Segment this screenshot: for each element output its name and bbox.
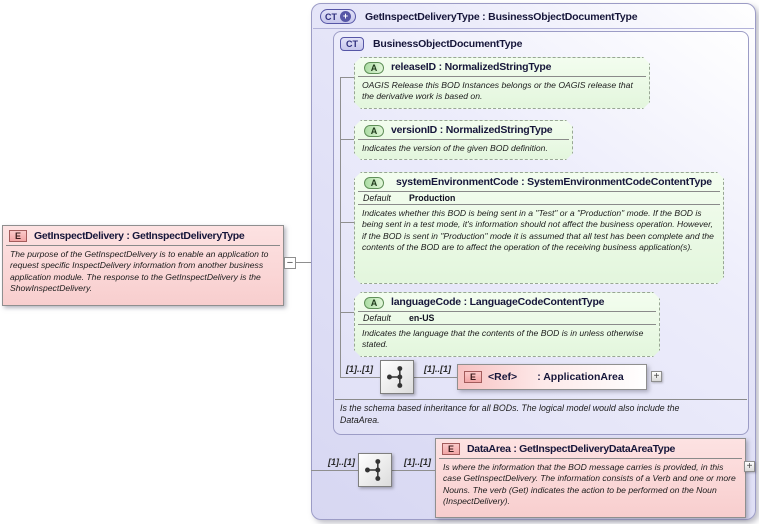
basetype-header: CT BusinessObjectDocumentType <box>340 37 522 51</box>
element-title-row: E GetInspectDelivery : GetInspectDeliver… <box>3 226 283 244</box>
separator <box>358 311 656 312</box>
sequence-glyph <box>365 459 381 481</box>
attribute-title-row: A systemEnvironmentCode : SystemEnvironm… <box>355 173 723 190</box>
cardinality-label: [1]..[1] <box>424 364 451 374</box>
separator <box>439 458 742 459</box>
element-title: DataArea : GetInspectDeliveryDataAreaTyp… <box>467 443 676 455</box>
sequence-compositor-icon[interactable] <box>380 360 414 394</box>
element-description: Is where the information that the BOD me… <box>443 462 736 507</box>
default-value: Production <box>409 193 456 203</box>
basetype-box-businessobjectdocumenttype[interactable]: CT BusinessObjectDocumentType A releaseI… <box>333 31 749 435</box>
attribute-title: releaseID : NormalizedStringType <box>391 61 552 73</box>
expand-toggle[interactable]: + <box>744 461 755 472</box>
complextype-box-getinspectdeliverytype[interactable]: CT + GetInspectDeliveryType : BusinessOb… <box>311 3 756 520</box>
separator <box>6 245 280 246</box>
ct-badge: CT <box>340 37 364 51</box>
plus-icon: + <box>340 11 351 22</box>
element-box-ref-applicationarea[interactable]: E <Ref> : ApplicationArea <box>457 364 647 390</box>
attribute-description: OAGIS Release this BOD Instances belongs… <box>362 80 633 102</box>
separator <box>358 139 569 140</box>
separator <box>358 191 720 192</box>
connector-line <box>340 77 354 78</box>
element-badge: E <box>9 230 27 242</box>
connector-line <box>340 139 354 140</box>
basetype-title: BusinessObjectDocumentType <box>373 38 523 50</box>
attribute-title: languageCode : LanguageCodeContentType <box>391 296 605 308</box>
sequence-compositor-icon[interactable] <box>358 453 392 487</box>
default-row: Default en-US <box>355 312 659 323</box>
separator <box>358 204 720 205</box>
attribute-title-row: A languageCode : LanguageCodeContentType <box>355 293 659 310</box>
separator <box>335 399 747 400</box>
attribute-badge: A <box>364 125 384 137</box>
attribute-title-row: A releaseID : NormalizedStringType <box>355 58 649 75</box>
sequence-glyph <box>387 366 403 388</box>
element-title: GetInspectDelivery : GetInspectDeliveryT… <box>34 230 245 242</box>
separator <box>313 28 754 29</box>
expand-toggle[interactable]: + <box>651 371 662 382</box>
complextype-header: CT + GetInspectDeliveryType : BusinessOb… <box>320 9 638 24</box>
attribute-description: Indicates whether this BOD is being sent… <box>362 208 714 253</box>
collapse-toggle[interactable]: − <box>284 257 296 269</box>
connector-line <box>340 77 341 377</box>
connector-line <box>340 312 354 313</box>
element-box-dataarea[interactable]: E DataArea : GetInspectDeliveryDataAreaT… <box>435 438 746 518</box>
attribute-box-versionid[interactable]: A versionID : NormalizedStringType Indic… <box>354 120 573 160</box>
attribute-badge: A <box>364 177 384 189</box>
separator <box>358 76 646 77</box>
inheritance-note: Is the schema based inheritance for all … <box>340 403 680 425</box>
attribute-box-releaseid[interactable]: A releaseID : NormalizedStringType OAGIS… <box>354 57 650 109</box>
ct-badge-label: CT <box>325 11 337 22</box>
element-badge: E <box>464 371 482 383</box>
cardinality-label: [1]..[1] <box>346 364 373 374</box>
attribute-box-languagecode[interactable]: A languageCode : LanguageCodeContentType… <box>354 292 660 357</box>
default-label: Default <box>363 313 391 323</box>
attribute-badge: A <box>364 62 384 74</box>
default-row: Default Production <box>355 192 723 203</box>
element-box-getinspectdelivery[interactable]: E GetInspectDelivery : GetInspectDeliver… <box>2 225 284 306</box>
ref-element-name: <Ref> <box>488 371 518 383</box>
complextype-title: GetInspectDeliveryType : BusinessObjectD… <box>365 10 638 23</box>
element-badge: E <box>442 443 460 455</box>
ref-element-type: : ApplicationArea <box>537 371 624 383</box>
connector-line <box>340 222 354 223</box>
attribute-box-systemenvironmentcode[interactable]: A systemEnvironmentCode : SystemEnvironm… <box>354 172 724 284</box>
attribute-description: Indicates the language that the contents… <box>362 328 644 350</box>
default-label: Default <box>363 193 391 203</box>
default-value: en-US <box>409 313 435 323</box>
element-title-row: E DataArea : GetInspectDeliveryDataAreaT… <box>436 439 745 457</box>
attribute-badge: A <box>364 297 384 309</box>
attribute-title: systemEnvironmentCode : SystemEnvironmen… <box>396 176 712 188</box>
separator <box>358 324 656 325</box>
element-description: The purpose of the GetInspectDelivery is… <box>10 249 269 294</box>
attribute-title-row: A versionID : NormalizedStringType <box>355 121 572 138</box>
connector-line <box>296 262 311 263</box>
ct-plus-badge: CT + <box>320 9 356 24</box>
attribute-description: Indicates the version of the given BOD d… <box>362 143 548 153</box>
cardinality-label: [1]..[1] <box>328 457 355 467</box>
attribute-title: versionID : NormalizedStringType <box>391 124 553 136</box>
cardinality-label: [1]..[1] <box>404 457 431 467</box>
